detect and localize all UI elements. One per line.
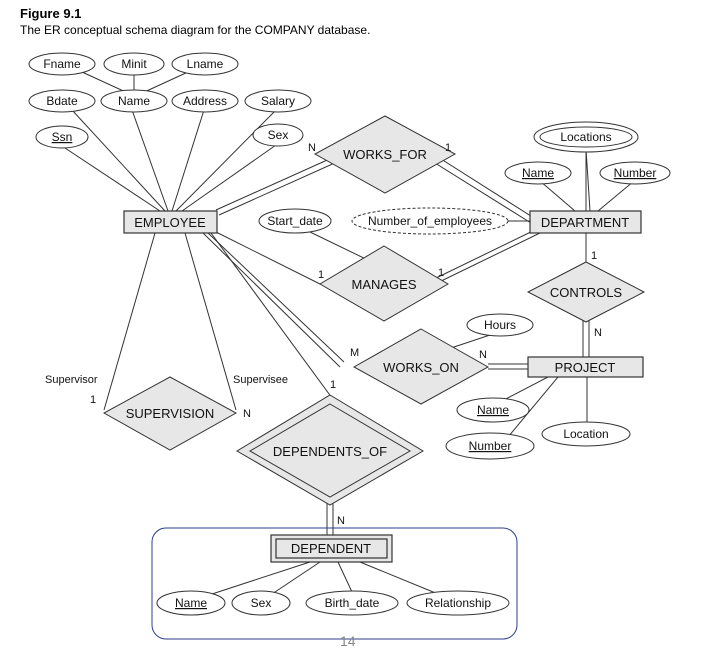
card-works-on-project: N [479, 349, 487, 361]
entity-dependent-weak: DEPENDENT [270, 534, 393, 563]
attr-project-name-key: Name [456, 397, 530, 423]
svg-text:WORKS_ON: WORKS_ON [383, 360, 459, 375]
attr-birth-date: Birth_date [305, 590, 399, 616]
svg-text:Locations: Locations [560, 130, 611, 144]
attr-salary: Salary [244, 89, 312, 113]
attr-dependent-name-partial-key: Name [156, 590, 226, 616]
attr-minit: Minit [103, 52, 165, 76]
attr-bdate: Bdate [28, 89, 96, 113]
card-works-for-department: 1 [445, 142, 451, 154]
svg-text:DEPENDENTS_OF: DEPENDENTS_OF [273, 444, 387, 459]
card-supervision-supervisor: 1 [90, 394, 96, 406]
svg-text:Address: Address [183, 94, 227, 108]
attr-number-of-employees-derived: Number_of_employees [351, 207, 509, 235]
figure-caption: The ER conceptual schema diagram for the… [20, 23, 371, 37]
entity-employee: EMPLOYEE [123, 210, 218, 234]
dependent-highlight-frame [151, 527, 518, 640]
relationship-controls: CONTROLS [526, 261, 646, 323]
svg-text:Name: Name [477, 403, 509, 417]
svg-text:Number_of_employees: Number_of_employees [368, 214, 492, 228]
card-manages-department: 1 [438, 267, 444, 279]
svg-text:Name: Name [175, 596, 207, 610]
entity-project: PROJECT [527, 356, 644, 378]
card-dependents-of-employee: 1 [330, 379, 336, 391]
card-dependents-of-dependent: N [337, 515, 345, 527]
attr-project-number-key: Number [445, 432, 535, 460]
attr-department-number-key: Number [599, 161, 671, 185]
card-controls-department: 1 [591, 250, 597, 262]
card-controls-project: N [594, 327, 602, 339]
svg-text:Number: Number [469, 439, 512, 453]
svg-text:Start_date: Start_date [267, 214, 323, 228]
card-supervision-supervisee: N [243, 408, 251, 420]
svg-text:Salary: Salary [261, 94, 295, 108]
attr-department-name-key: Name [504, 161, 572, 185]
relationship-supervision: SUPERVISION [102, 376, 238, 451]
attr-start-date: Start_date [258, 208, 332, 234]
svg-text:Minit: Minit [121, 57, 147, 71]
svg-text:SUPERVISION: SUPERVISION [126, 406, 215, 421]
svg-text:CONTROLS: CONTROLS [550, 285, 623, 300]
attr-lname: Lname [171, 52, 239, 76]
card-manages-employee: 1 [318, 269, 324, 281]
attr-dependent-sex: Sex [231, 590, 291, 616]
cardinality-labels: N 1 1 1 M N 1 N 1 N 1 N [90, 142, 602, 527]
svg-text:Relationship: Relationship [425, 596, 491, 610]
relationship-manages: MANAGES [319, 245, 449, 322]
connector-lines [61, 71, 635, 595]
attr-sex: Sex [252, 123, 304, 147]
role-supervisee: Supervisee [233, 374, 288, 386]
svg-text:Bdate: Bdate [46, 94, 78, 108]
page-number: 14 [340, 633, 356, 649]
role-supervisor: Supervisor [45, 374, 98, 386]
svg-text:EMPLOYEE: EMPLOYEE [134, 215, 206, 230]
svg-text:Sex: Sex [268, 128, 289, 142]
svg-text:Number: Number [614, 166, 657, 180]
relationship-works-for: WORKS_FOR [313, 115, 457, 194]
svg-text:Fname: Fname [43, 57, 81, 71]
attr-locations-multivalued: Locations [533, 121, 639, 153]
svg-text:Lname: Lname [187, 57, 224, 71]
card-works-for-employee: N [308, 142, 316, 154]
svg-text:DEPENDENT: DEPENDENT [291, 541, 371, 556]
svg-text:Name: Name [522, 166, 554, 180]
svg-text:MANAGES: MANAGES [351, 277, 416, 292]
svg-text:Sex: Sex [251, 596, 272, 610]
svg-text:Birth_date: Birth_date [325, 596, 380, 610]
attr-address: Address [171, 89, 239, 113]
svg-text:Name: Name [118, 94, 150, 108]
svg-text:PROJECT: PROJECT [555, 360, 616, 375]
relationship-works-on: WORKS_ON [352, 328, 490, 405]
entity-department: DEPARTMENT [529, 210, 642, 234]
relationship-dependents-of-identifying: DEPENDENTS_OF [236, 394, 424, 506]
attr-ssn-key: Ssn [35, 125, 89, 149]
svg-text:Hours: Hours [484, 318, 516, 332]
svg-text:Location: Location [563, 427, 608, 441]
attr-relationship: Relationship [406, 590, 510, 616]
svg-text:DEPARTMENT: DEPARTMENT [541, 215, 629, 230]
attr-employee-name: Name [100, 89, 168, 113]
card-works-on-employee: M [350, 347, 359, 359]
svg-text:Ssn: Ssn [52, 130, 73, 144]
attr-fname: Fname [28, 52, 96, 76]
attr-hours: Hours [466, 313, 534, 337]
svg-text:WORKS_FOR: WORKS_FOR [343, 147, 427, 162]
attr-project-location: Location [541, 421, 631, 447]
figure-title: Figure 9.1 [20, 6, 82, 21]
